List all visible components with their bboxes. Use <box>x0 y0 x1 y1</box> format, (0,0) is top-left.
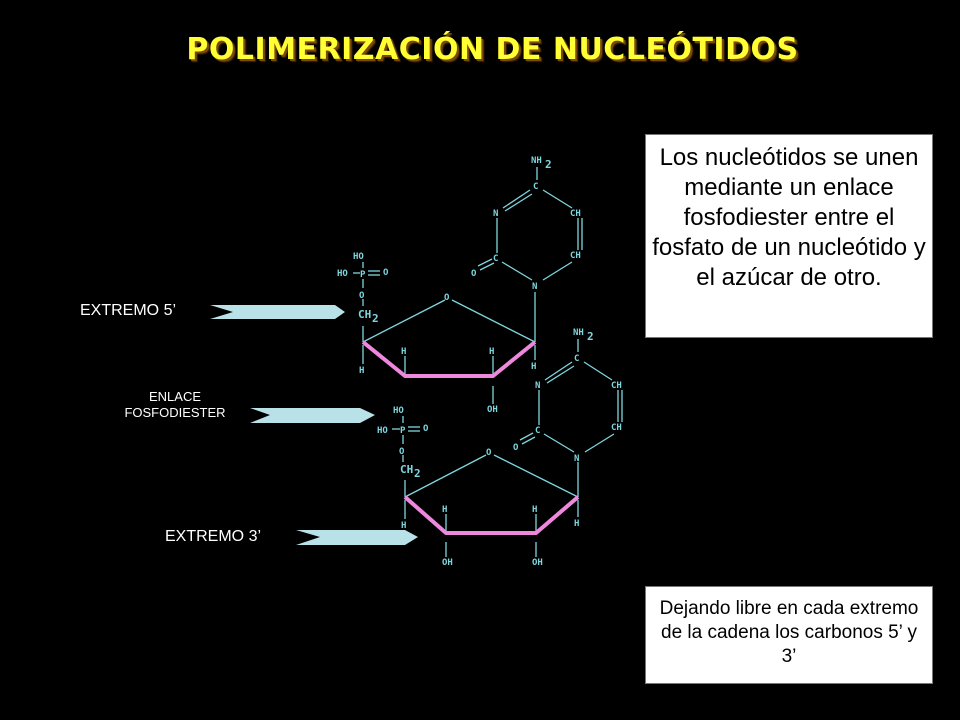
atom-ch2-sub: 2 <box>414 467 421 480</box>
sugar-ring-top <box>361 340 537 378</box>
atom-ch2: CH <box>400 463 413 476</box>
arrow-extremo-5 <box>210 305 345 319</box>
atom-ho: HO <box>353 252 364 262</box>
atom-oh: OH <box>442 558 453 568</box>
atom-h: H <box>531 362 536 372</box>
atom-n: N <box>574 454 579 464</box>
atom-h: H <box>574 519 579 529</box>
label-enlace-fosfodiester: ENLACE FOSFODIESTER <box>108 389 242 421</box>
label-enlace-line2: FOSFODIESTER <box>124 405 226 420</box>
atom-ch: CH <box>570 209 581 219</box>
sugar-ring-bottom <box>403 495 580 535</box>
label-extremo-3: EXTREMO 3’ <box>165 528 262 545</box>
atom-n: N <box>532 282 537 292</box>
atom-nh2-sub-top: 2 <box>545 158 552 171</box>
atom-nh2-top: NH <box>531 156 542 166</box>
atom-ch2: CH <box>358 308 371 321</box>
atom-n: N <box>535 381 540 391</box>
atom-h: H <box>532 505 537 515</box>
atom-h: H <box>401 521 406 531</box>
label-extremo-5: EXTREMO 5’ <box>80 302 177 319</box>
atom-ho: HO <box>393 406 404 416</box>
label-enlace-line1: ENLACE <box>148 389 202 404</box>
atom-c: C <box>574 354 579 364</box>
bond-lines <box>353 167 623 557</box>
atom-nh2-sub-bottom: 2 <box>587 330 594 343</box>
note-box: Dejando libre en cada extremo de la cade… <box>645 586 933 684</box>
atom-p: P <box>400 426 406 436</box>
atom-h: H <box>442 505 447 515</box>
atom-ch: CH <box>570 251 581 261</box>
atom-labels: NH 2 C N CH CH C O N HO HO P O O CH 2 O … <box>337 156 622 568</box>
atom-h: H <box>359 366 364 376</box>
atom-o: O <box>486 448 492 458</box>
arrow-extremo-3 <box>296 530 418 545</box>
atom-oh: OH <box>532 558 543 568</box>
atom-o: O <box>471 269 477 279</box>
atom-ch: CH <box>611 381 622 391</box>
info-box: Los nucleótidos se unen mediante un enla… <box>645 134 933 338</box>
atom-o: O <box>399 447 405 457</box>
atom-o: O <box>423 424 429 434</box>
atom-n: N <box>493 209 498 219</box>
atom-ch2-sub: 2 <box>372 312 379 325</box>
arrow-enlace <box>250 408 375 423</box>
atom-ho: HO <box>377 426 388 436</box>
atom-o: O <box>513 443 519 453</box>
atom-o: O <box>444 293 450 303</box>
atom-oh: OH <box>487 405 498 415</box>
atom-c: C <box>535 426 540 436</box>
atom-ch: CH <box>611 423 622 433</box>
atom-c: C <box>493 254 498 264</box>
atom-o: O <box>383 268 389 278</box>
atom-p: P <box>360 270 366 280</box>
page-title: POLIMERIZACIÓN DE NUCLEÓTIDOS <box>186 32 799 67</box>
atom-o: O <box>359 291 365 301</box>
atom-ho: HO <box>337 269 348 279</box>
atom-nh2-bottom: NH <box>573 328 584 338</box>
atom-c: C <box>533 182 538 192</box>
atom-h: H <box>489 347 494 357</box>
atom-h: H <box>401 347 406 357</box>
